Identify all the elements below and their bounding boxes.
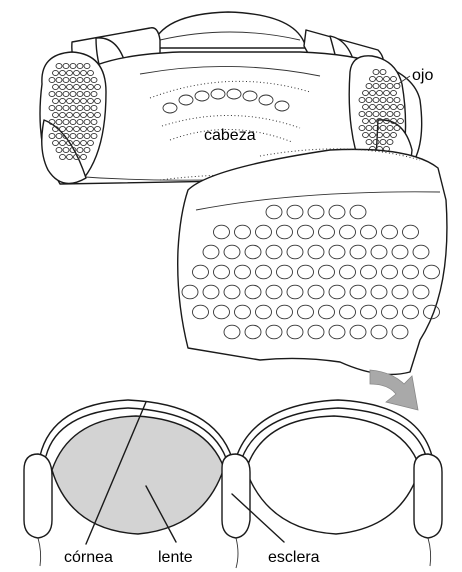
label-lens: lente (158, 549, 193, 566)
curved-arrow-icon (370, 370, 418, 410)
sclera-right (414, 454, 442, 538)
sclera-left (24, 454, 52, 538)
label-eye: ojo (412, 67, 433, 84)
label-sclera: esclera (268, 549, 320, 566)
facet-patch-enlarged (178, 149, 447, 375)
label-cornea: córnea (64, 549, 113, 566)
sclera-middle (222, 454, 250, 538)
facet-cross-section (24, 400, 442, 568)
label-head: cabeza (204, 127, 256, 144)
lens-left (52, 416, 224, 534)
lens-right (246, 416, 420, 534)
